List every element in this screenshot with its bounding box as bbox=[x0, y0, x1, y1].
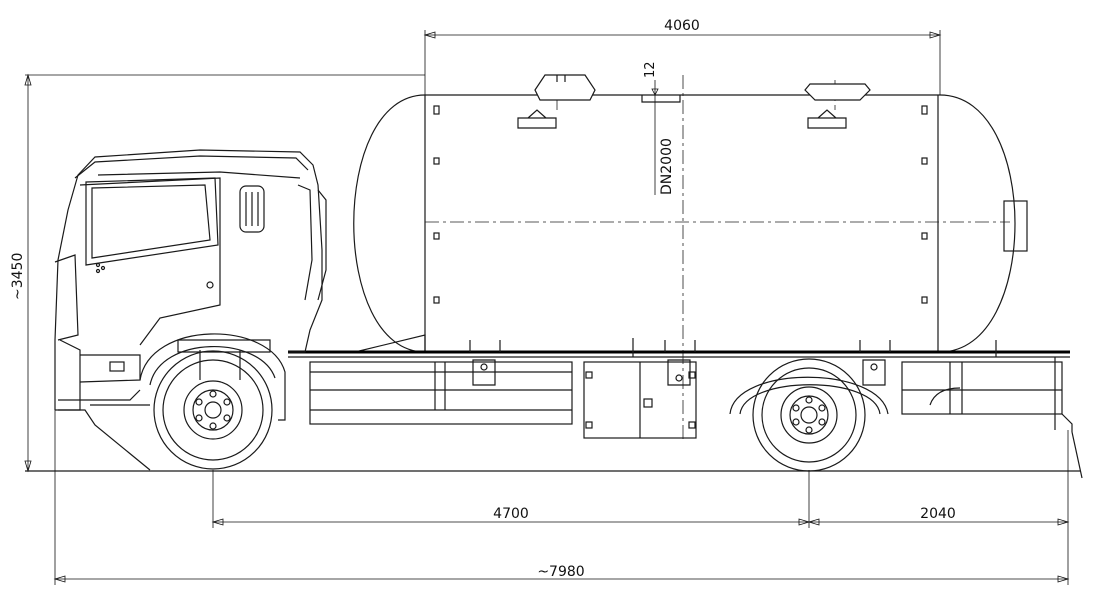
dimension-overall-height: ~3450 bbox=[10, 73, 425, 473]
dimension-tank-length: 4060 bbox=[423, 18, 942, 95]
valve-rear bbox=[807, 109, 847, 129]
dimension-tank-diameter: DN2000 bbox=[654, 100, 675, 195]
truck-cab bbox=[54, 149, 327, 471]
valve-front bbox=[517, 109, 557, 129]
dimension-overall-length: ~7980 bbox=[53, 410, 1070, 585]
dimension-label-overall-length: ~7980 bbox=[537, 564, 584, 580]
manhole-dome-rear bbox=[804, 83, 871, 101]
dimension-manhole-offset: 12 bbox=[643, 61, 659, 100]
dimension-label-manhole-offset: 12 bbox=[643, 61, 658, 78]
front-wheel-arch bbox=[139, 333, 286, 421]
cab-window bbox=[91, 184, 211, 259]
dimension-wheelbase: 4700 bbox=[211, 430, 1069, 585]
dimension-label-rear-overhang: 2040 bbox=[920, 506, 956, 522]
rear-wheel bbox=[752, 358, 866, 472]
rear-fender bbox=[729, 376, 889, 415]
dimension-label-tank-diameter: DN2000 bbox=[659, 138, 675, 195]
dimension-label-overall-height: ~3450 bbox=[10, 253, 26, 300]
chassis-frame bbox=[288, 338, 1083, 479]
dimension-label-tank-length: 4060 bbox=[664, 18, 700, 34]
manhole-dome-front bbox=[534, 74, 596, 101]
dimension-rear-overhang: 2040 bbox=[807, 506, 1070, 526]
tank-vessel bbox=[353, 74, 1028, 440]
cab-vent bbox=[239, 185, 265, 233]
cab-door bbox=[79, 177, 221, 346]
front-wheel bbox=[153, 350, 273, 470]
dimension-label-wheelbase: 4700 bbox=[493, 506, 529, 522]
tank-end-bolts bbox=[433, 105, 928, 304]
